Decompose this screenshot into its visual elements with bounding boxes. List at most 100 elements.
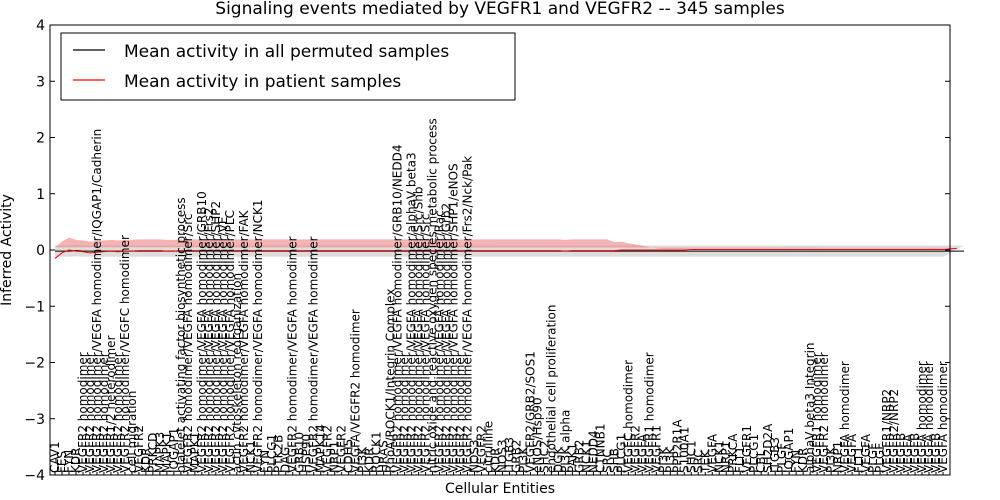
legend-label-permuted: Mean activity in all permuted samples <box>124 42 449 62</box>
x-tick-label: FLT1 <box>852 446 866 473</box>
x-tick-label: IQGAP1 <box>167 428 181 473</box>
x-tick-label: CBL <box>754 449 768 473</box>
x-tick-label: cell migration <box>125 391 139 473</box>
x-tick-label: PLGF <box>775 443 789 473</box>
x-tick-label: GRB10 <box>293 432 307 473</box>
x-tick-label: platelet activating factor biosynthetic … <box>174 197 188 473</box>
x-tick-label: GRB2 <box>572 439 586 473</box>
x-tick-label: VEGFB <box>908 433 922 473</box>
x-tick-label: VEGFR2 homodimer/VEGFA homodimer/Src/Shb <box>412 187 426 473</box>
x-tick-label: NRP1 <box>328 441 342 473</box>
x-tick-label: VEGFB <box>894 433 908 473</box>
x-tick-label: MAPK1 <box>188 432 202 473</box>
x-tick-label: VEGFR2 homodimer/VEGFA homodimer/GRB10/N… <box>391 144 405 473</box>
x-tick-label: VEGFR2 homodimer <box>76 352 90 473</box>
x-tick-label: VEGFR2 homodimer/VEGFA homodimer/alphaV … <box>405 152 419 473</box>
x-tick-label: VEGFR2 homodimer <box>83 352 97 473</box>
x-tick-label: HRAS <box>377 440 391 473</box>
x-tick-label: VEGFR2 homodimer/VEGFA homodimer/PLC <box>223 210 237 473</box>
y-tick-label: 1 <box>36 187 45 203</box>
x-tick-label: SHC1 <box>684 440 698 473</box>
x-tick-label: VEGFA/VEGFR2 homodimer <box>349 309 363 473</box>
x-tick-label: VEGFR2 <box>628 425 642 473</box>
x-tick-label: VEGFR2 homodimer/VEGFA homodimer/Grb2 <box>440 203 454 473</box>
x-tick-label: PPP2R1A <box>670 419 684 473</box>
x-tick-label: FYN <box>258 450 272 473</box>
x-tick-label: VEGFR2 homodimer <box>454 352 468 473</box>
x-tick-label: KDR <box>363 448 377 473</box>
x-tick-label: MAPK14 <box>314 424 328 473</box>
x-tick-label: PI3K <box>356 446 370 473</box>
x-tick-label: FLT1 <box>733 446 747 473</box>
x-tick-label: ITGB3 <box>768 437 782 473</box>
x-tick-label: ITGB3 <box>502 437 516 473</box>
x-tick-label: NOS3 <box>495 439 509 473</box>
x-tick-label: PI3K <box>824 446 838 473</box>
x-tick-label: HSP90 <box>300 434 314 473</box>
x-tick-label: VEGFA <box>705 433 719 473</box>
x-tick-label: VEGFR2 homodimer/VEGFA homodimer/GRB10 <box>195 191 209 473</box>
x-tick-label: VEGFR2 homodimer/VEGFA homodimer/SHP1/eN… <box>447 163 461 473</box>
x-tick-label: PRKCA <box>726 433 740 473</box>
x-tick-label: VEGFR2 homodimer/VEGFA homodimer <box>307 236 321 473</box>
legend-label-patient: Mean activity in patient samples <box>124 72 401 92</box>
x-tick-label: VEGFR2 <box>132 425 146 473</box>
x-tick-label: PLCG1 <box>747 434 761 473</box>
x-tick-label: MAPK3 <box>153 432 167 473</box>
x-tick-label: PI3K <box>663 446 677 473</box>
x-tick-label: SH2D2A <box>761 423 775 473</box>
x-tick-label: PRKCD <box>146 433 160 473</box>
x-tick-label: ROCK1 <box>370 431 384 473</box>
x-tick-label: VEGFR2 homodimer/VEGFA homodimer/VE <box>216 217 230 473</box>
x-tick-label: SHC2 <box>537 440 551 473</box>
x-tick-label: PI3K alpha <box>558 410 572 473</box>
chart-title: Signaling events mediated by VEGFR1 and … <box>215 0 785 19</box>
x-tick-label: SRC <box>600 449 614 473</box>
x-tick-label: VEGFB <box>929 433 943 473</box>
y-tick-label: −2 <box>24 356 45 372</box>
x-tick-label: KDR <box>139 448 153 473</box>
x-tick-label: VEGFR1 homodimer <box>810 352 824 473</box>
x-tick-label: PI3K <box>656 446 670 473</box>
x-tick-label: VEGFR2 homodimer/VEGFA homodimer/Src <box>419 213 433 473</box>
x-tick-label: VEGFA homodimer <box>922 361 936 473</box>
x-tick-label: PLGF <box>873 443 887 473</box>
x-tick-label: VEGFR2 homodimer <box>97 352 111 473</box>
x-tick-label: citrulline <box>482 421 496 473</box>
x-axis-label: Cellular Entities <box>445 481 555 497</box>
x-tick-label: DAG <box>279 447 293 473</box>
x-tick-label: VEGFR2 homodimer/VEGFA homodimer/Rac <box>433 210 447 473</box>
x-tick-label: VEGFR2 homodimer/VEGFA homodimer/Src <box>181 213 195 473</box>
x-tick-label: TEK <box>698 449 712 474</box>
x-tick-label: KDR <box>796 448 810 473</box>
x-tick-label: NRP1 <box>831 441 845 473</box>
x-tick-label: VEGFR2 <box>335 425 349 473</box>
x-tick-label: alphaV beta3 Integrin <box>803 342 817 473</box>
x-tick-label: CTNNB1 <box>593 423 607 473</box>
x-tick-label: VEGFC homodimer <box>621 360 635 473</box>
x-tick-label: VEGFR1 <box>649 425 663 473</box>
x-tick-label: VEGFA homodimer <box>915 361 929 473</box>
x-tick-label: VEGFR2 homodimer/VEGFC homodimer <box>118 235 132 473</box>
x-tick-label: GRB2 <box>509 439 523 473</box>
x-tick-label: S100A1 <box>677 427 691 473</box>
x-tick-label: NRP1 <box>719 441 733 473</box>
x-tick-label: VEGFR2 homodimer/VEGFA homodimer/FAK <box>237 209 251 473</box>
x-tick-label: actin cytoskeleton reorganization <box>230 273 244 473</box>
x-tick-label: eNOS/Hsp90 <box>530 397 544 473</box>
x-tick-label: PI3K <box>516 446 530 473</box>
x-tick-label: NCK1 <box>712 440 726 473</box>
x-tick-label: PLCG1 <box>265 434 279 473</box>
y-tick-label: −4 <box>24 468 45 484</box>
x-tick-label: NCK1 <box>579 440 593 473</box>
x-tick-label: VEGFR2 <box>475 425 489 473</box>
x-tick-label: PAK1 <box>565 443 579 473</box>
x-tick-label: FYN <box>789 450 803 473</box>
x-tick-label: VEGFA <box>901 433 915 473</box>
x-tick-label: VEGFR1/NRP2 <box>880 389 894 473</box>
x-tick-label: NCK1 <box>244 440 258 473</box>
x-tick-label: IQGAP1 <box>782 428 796 473</box>
x-tick-label: SHB <box>607 448 621 473</box>
